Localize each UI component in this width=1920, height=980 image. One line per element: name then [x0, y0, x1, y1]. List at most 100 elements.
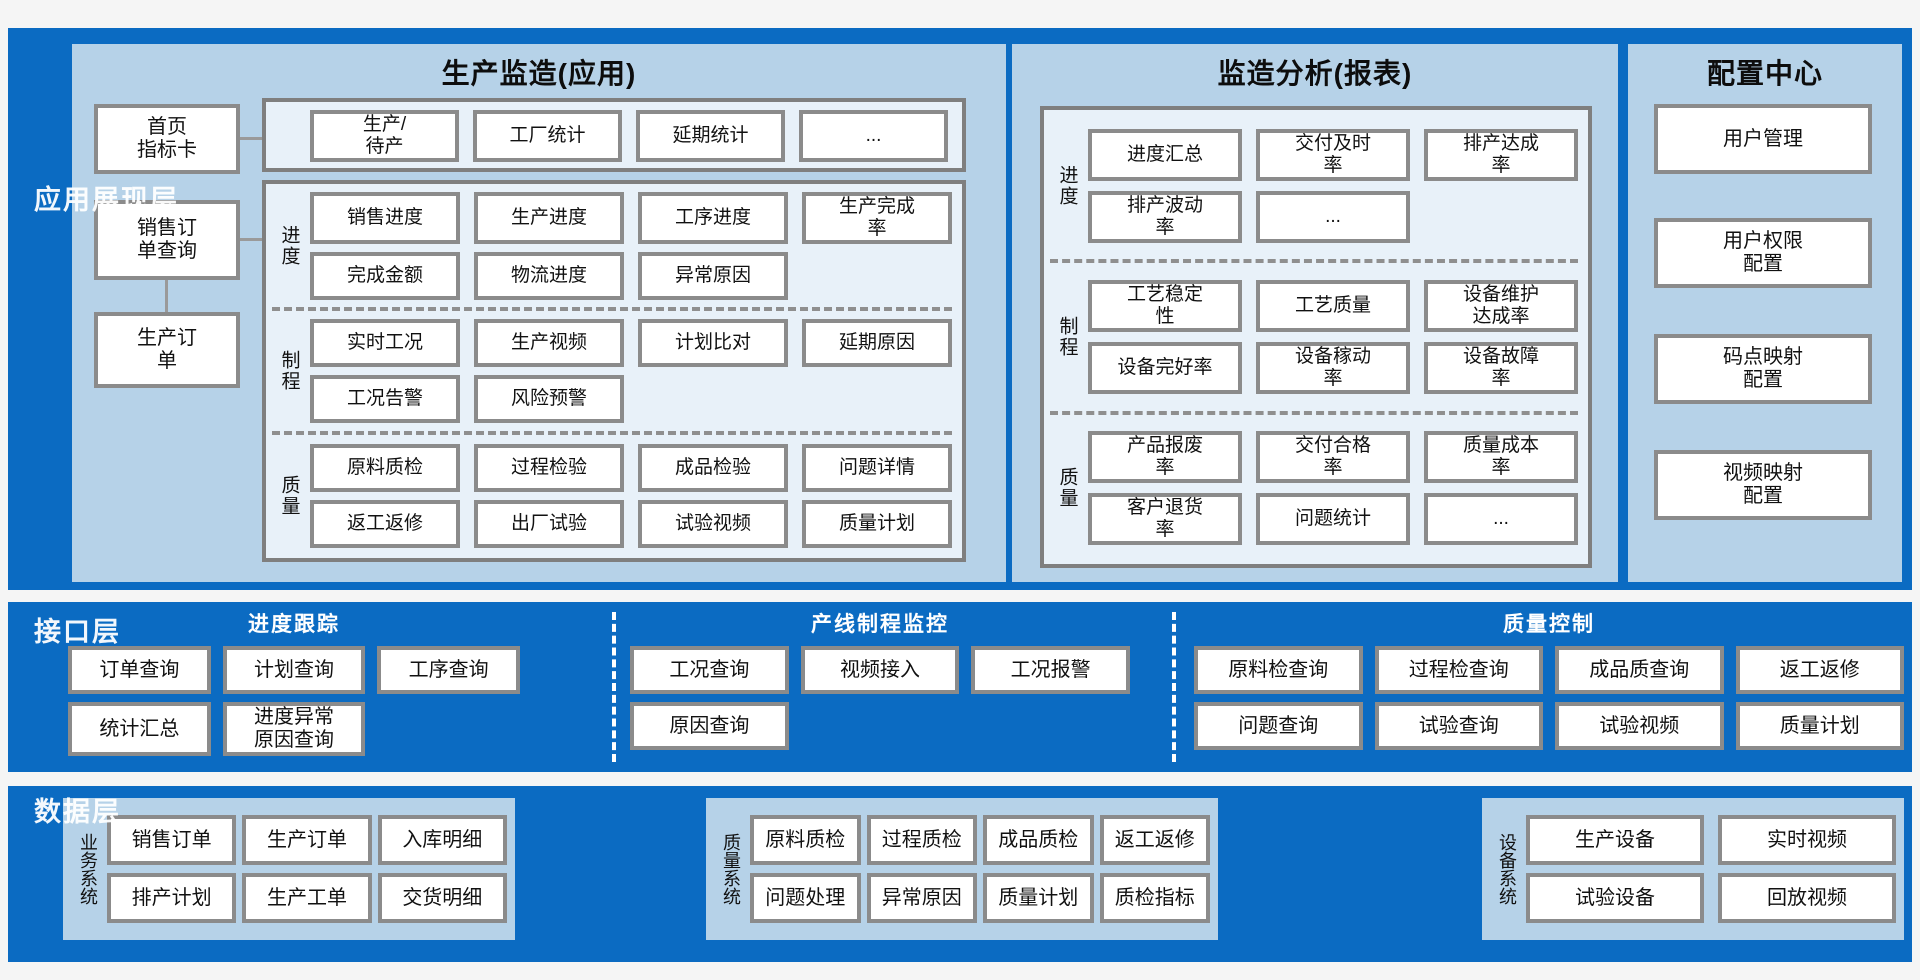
module-box: 工况告警 [310, 375, 460, 423]
module-box: 试验查询 [1374, 702, 1543, 750]
module-box: 进度汇总 [1088, 128, 1242, 181]
module-box: 交付合格 率 [1256, 431, 1410, 484]
module-box: 质量计划 [983, 873, 1094, 923]
system-grid: 销售订单 生产订单 入库明细 排产计划 生产工单 交货明细 [107, 809, 507, 929]
module-box: 试验视频 [638, 499, 788, 548]
section-grid: 工况查询 视频接入 工况报警 原因查询 [630, 646, 1130, 750]
module-box: 设备稼动 率 [1256, 341, 1410, 394]
module-box: 质检指标 [1099, 873, 1210, 923]
module-box: 原料质检 [750, 815, 861, 865]
app-presentation-band: 应用展现层 生产监造(应用) 首页 指标卡 销售订 单查询 生产订 单 生产/ … [8, 28, 1912, 590]
data-layer-label: 数据层 [34, 797, 121, 827]
module-box: 成品检验 [638, 443, 788, 492]
module-box: 延期统计 [636, 110, 785, 162]
section-title: 产线制程监控 [811, 613, 949, 636]
module-box: ... [1256, 190, 1410, 243]
module-box: 返工返修 [1735, 646, 1904, 694]
module-box: ... [1424, 493, 1578, 546]
module-box: 排产计划 [107, 873, 237, 923]
module-box: 产品报废 率 [1088, 431, 1242, 484]
module-box: 质量计划 [1735, 702, 1904, 750]
section-title: 进度跟踪 [248, 613, 340, 636]
section-label: 进度 [278, 225, 300, 268]
module-box: 实时视频 [1718, 815, 1896, 865]
module-box: 问题详情 [802, 443, 952, 492]
home-tabs-group: 生产/ 待产 工厂统计 延期统计 ... [262, 98, 966, 172]
app-layer-label: 应用展现层 [34, 185, 179, 215]
module-box: 用户权限 配置 [1654, 218, 1872, 288]
data-layer-band: 数据层 业务系统 销售订单 生产订单 入库明细 排产计划 生产工单 交货明细 质… [8, 786, 1912, 962]
quality-section: 质量 原料质检 过程检验 成品检验 问题详情 返工返修 出厂试验 试验视频 质量… [272, 431, 952, 556]
section-grid: 原料质检 过程检验 成品检验 问题详情 返工返修 出厂试验 试验视频 质量计划 [306, 441, 952, 550]
module-box: 试验设备 [1526, 873, 1704, 923]
module-box: 过程检查询 [1374, 646, 1543, 694]
module-box: 原料质检 [310, 443, 460, 492]
module-box: 原料检查询 [1194, 646, 1363, 694]
module-box: 问题统计 [1256, 493, 1410, 546]
section-grid: 销售进度 生产进度 工序进度 生产完成 率 完成金额 物流进度 异常原因 [306, 192, 952, 301]
progress-section: 进度 销售进度 生产进度 工序进度 生产完成 率 完成金额 物流进度 异常原因 [272, 186, 952, 307]
module-box: 试验视频 [1555, 702, 1724, 750]
section-label: 进度 [1056, 164, 1078, 207]
section-label: 质量 [278, 474, 300, 517]
module-box: 码点映射 配置 [1654, 334, 1872, 404]
system-label: 业务系统 [78, 833, 98, 905]
module-box: 原因查询 [630, 702, 789, 750]
connector-line [240, 137, 262, 140]
module-box: 工序进度 [638, 192, 788, 245]
module-box: 生产设备 [1526, 815, 1704, 865]
module-box: 订单查询 [68, 646, 211, 694]
supervision-sections-group: 进度 销售进度 生产进度 工序进度 生产完成 率 完成金额 物流进度 异常原因 … [262, 180, 966, 562]
module-box: 返工返修 [1099, 815, 1210, 865]
progress-tracking-section: 进度跟踪 订单查询 计划查询 工序查询 统计汇总 进度异常 原因查询 [68, 608, 520, 756]
module-box: 设备完好率 [1088, 341, 1242, 394]
section-label: 制程 [278, 350, 300, 392]
panel-title: 配置中心 [1706, 58, 1823, 89]
module-box: 用户管理 [1654, 104, 1872, 174]
module-box: 工序查询 [377, 646, 520, 694]
module-box: 生产视频 [474, 319, 624, 367]
module-box: 质量计划 [802, 499, 952, 548]
module-box: 完成金额 [310, 252, 460, 301]
panel-title: 监造分析(报表) [1217, 58, 1413, 89]
section-grid: 进度汇总 交付及时 率 排产达成 率 排产波动 率 ... [1084, 118, 1578, 253]
module-box: 问题处理 [750, 873, 861, 923]
system-grid: 原料质检 过程质检 成品质检 返工返修 问题处理 异常原因 质量计划 质检指标 [750, 809, 1210, 929]
module-box: 异常原因 [866, 873, 977, 923]
module-box: 设备故障 率 [1424, 341, 1578, 394]
module-box: 进度异常 原因查询 [222, 702, 366, 756]
module-box: 销售进度 [310, 192, 460, 245]
process-section: 制程 工艺稳定 性 工艺质量 设备维护 达成率 设备完好率 设备稼动 率 设备故… [1050, 259, 1578, 410]
module-box: 回放视频 [1718, 873, 1896, 923]
module-box: 风险预警 [474, 375, 624, 423]
module-box: 生产工单 [242, 873, 372, 923]
module-box: 生产/ 待产 [310, 110, 459, 162]
interface-layer-band: 接口层 进度跟踪 订单查询 计划查询 工序查询 统计汇总 进度异常 原因查询 产… [8, 602, 1912, 772]
section-grid: 实时工况 生产视频 计划比对 延期原因 工况告警 风险预警 [306, 317, 952, 426]
module-box: 排产波动 率 [1088, 190, 1242, 243]
section-label: 质量 [1056, 467, 1078, 510]
section-title: 质量控制 [1503, 613, 1595, 636]
line-process-monitor-section: 产线制程监控 工况查询 视频接入 工况报警 原因查询 [630, 608, 1130, 750]
module-box: 计划查询 [222, 646, 366, 694]
module-box: 质量成本 率 [1424, 431, 1578, 484]
module-box: 销售订 单查询 [94, 200, 240, 280]
module-box: 生产完成 率 [802, 192, 952, 245]
connector-line [165, 280, 168, 312]
config-center-panel: 配置中心 用户管理 用户权限 配置 码点映射 配置 视频映射 配置 [1628, 44, 1902, 582]
analysis-sections-group: 进度 进度汇总 交付及时 率 排产达成 率 排产波动 率 ... 制程 工艺稳定… [1040, 106, 1592, 568]
module-box: 实时工况 [310, 319, 460, 367]
module-box: 设备维护 达成率 [1424, 279, 1578, 332]
module-box: 计划比对 [638, 319, 788, 367]
module-box: 成品质查询 [1555, 646, 1724, 694]
system-label: 质量系统 [721, 833, 741, 905]
module-box: 排产达成 率 [1424, 128, 1578, 181]
production-supervision-panel: 生产监造(应用) 首页 指标卡 销售订 单查询 生产订 单 生产/ 待产 工厂统… [72, 44, 1006, 582]
module-box: 销售订单 [107, 815, 237, 865]
equipment-system-panel: 设备系统 生产设备 实时视频 试验设备 回放视频 [1482, 798, 1904, 940]
interface-layer-label: 接口层 [34, 617, 121, 647]
module-box: 工况查询 [630, 646, 789, 694]
module-box: 延期原因 [802, 319, 952, 367]
dashed-divider-vertical [612, 612, 616, 762]
section-grid: 产品报废 率 交付合格 率 质量成本 率 客户退货 率 问题统计 ... [1084, 421, 1578, 556]
